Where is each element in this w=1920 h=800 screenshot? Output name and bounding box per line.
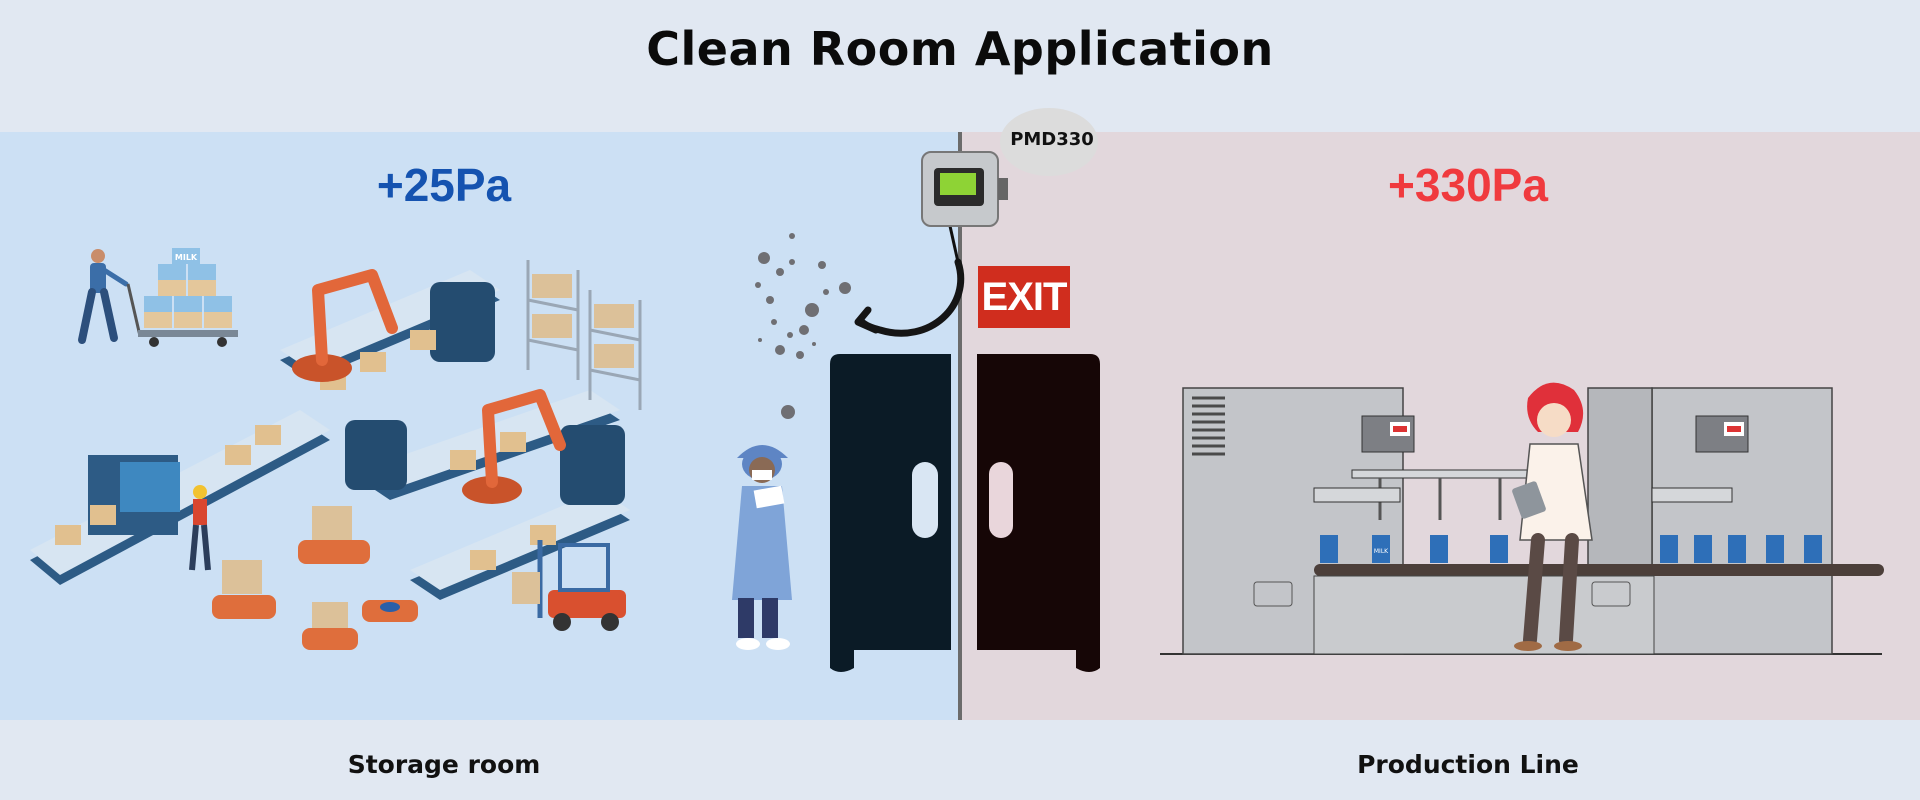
conveyor-belt-icon [30, 270, 630, 600]
milk-crate-cart-icon: MILK [126, 248, 238, 347]
cleanroom-worker-icon [732, 445, 792, 650]
storage-room-area [0, 132, 960, 720]
lab-technician-icon [1512, 382, 1593, 651]
door-icon [977, 354, 1100, 672]
milk-carton-label: MILK [1374, 548, 1389, 555]
room-divider-wall [958, 132, 962, 720]
operator-icon [189, 485, 211, 571]
production-line-pressure: +330Pa [1388, 159, 1548, 211]
warehouse-worker-icon [78, 249, 129, 344]
particles-icon [755, 233, 851, 419]
production-line-label: Production Line [1357, 750, 1579, 779]
milk-carton-icon: MILK [1320, 535, 1822, 563]
milk-crate-label: MILK [175, 253, 198, 262]
filling-machine-icon [1160, 387, 1884, 655]
exit-sign: EXIT [978, 266, 1070, 328]
door-icon [830, 354, 951, 672]
sensor-callout-bubble [1000, 108, 1098, 176]
shelf-icon [526, 260, 642, 410]
page-title: Clean Room Application [646, 22, 1274, 76]
storage-room-label: Storage room [347, 750, 541, 779]
storage-room-pressure: +25Pa [376, 159, 512, 211]
agv-robot-icon [212, 506, 418, 650]
sensor-model-label: PMD330 [1010, 129, 1094, 150]
robot-arm-icon [292, 269, 566, 504]
forklift-icon [512, 540, 626, 631]
airflow-arrow-icon [854, 258, 965, 337]
pressure-sensor-icon [921, 151, 1008, 263]
